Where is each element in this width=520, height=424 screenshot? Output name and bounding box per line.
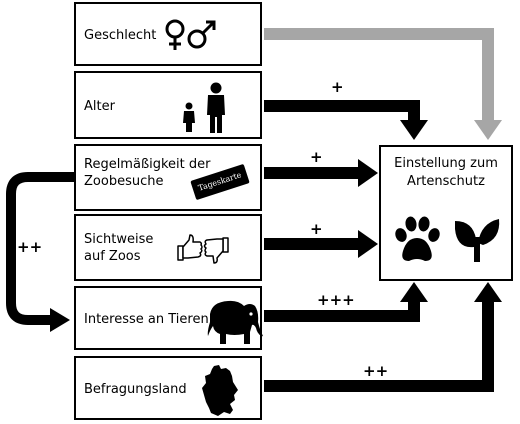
target-title: Einstellung zum Artenschutz <box>394 156 498 189</box>
factor-box-geschlecht: Geschlecht <box>74 2 262 66</box>
sign-interesse: +++ <box>317 291 355 309</box>
thumbs-up-down-icon <box>177 234 229 264</box>
gender-symbols-icon <box>165 19 216 50</box>
factor-label: Alter <box>84 99 115 114</box>
paw-icon <box>395 216 440 261</box>
elephant-icon <box>207 300 263 344</box>
factor-label: Befragungsland <box>84 382 187 397</box>
sign-regel: + <box>310 148 323 166</box>
sprout-icon <box>455 219 500 262</box>
factor-box-regelmaessigkeit: Regelmäßigkeit der Zoobesuche Tageskarte <box>74 144 262 211</box>
factor-box-sichtweise: Sichtweise auf Zoos <box>74 214 262 281</box>
arrow-interesse-target <box>264 300 420 322</box>
arrowhead-land <box>474 282 502 302</box>
arrow-geschlecht-target <box>264 28 494 122</box>
arrowhead-alter <box>400 120 428 140</box>
germany-map-icon <box>202 365 238 416</box>
factor-label: Geschlecht <box>84 28 157 43</box>
factor-label: Sichtweise auf Zoos <box>84 232 154 264</box>
arrowhead-interesse <box>400 282 428 302</box>
arrow-land-target <box>264 300 494 392</box>
sign-regel-interesse: ++ <box>17 238 43 256</box>
sign-sicht: + <box>310 220 323 238</box>
sign-alter: + <box>331 78 344 96</box>
arrow-alter-target <box>264 100 420 122</box>
sign-land: ++ <box>363 362 389 380</box>
target-box-artenschutz: Einstellung zum Artenschutz <box>379 145 513 281</box>
arrowhead-regel <box>358 159 378 187</box>
factor-box-interesse: Interesse an Tieren <box>74 286 263 350</box>
arrowhead-sicht <box>358 230 378 258</box>
adult-child-icon <box>183 82 225 133</box>
arrowhead-regel-interesse <box>50 308 70 332</box>
arrowhead-geschlecht <box>474 120 502 140</box>
factor-label: Regelmäßigkeit der Zoobesuche <box>84 157 211 189</box>
factor-label: Interesse an Tieren <box>84 312 209 327</box>
factor-box-befragungsland: Befragungsland <box>74 356 262 420</box>
arrow-regel-interesse <box>6 172 74 325</box>
factor-box-alter: Alter <box>74 71 262 139</box>
